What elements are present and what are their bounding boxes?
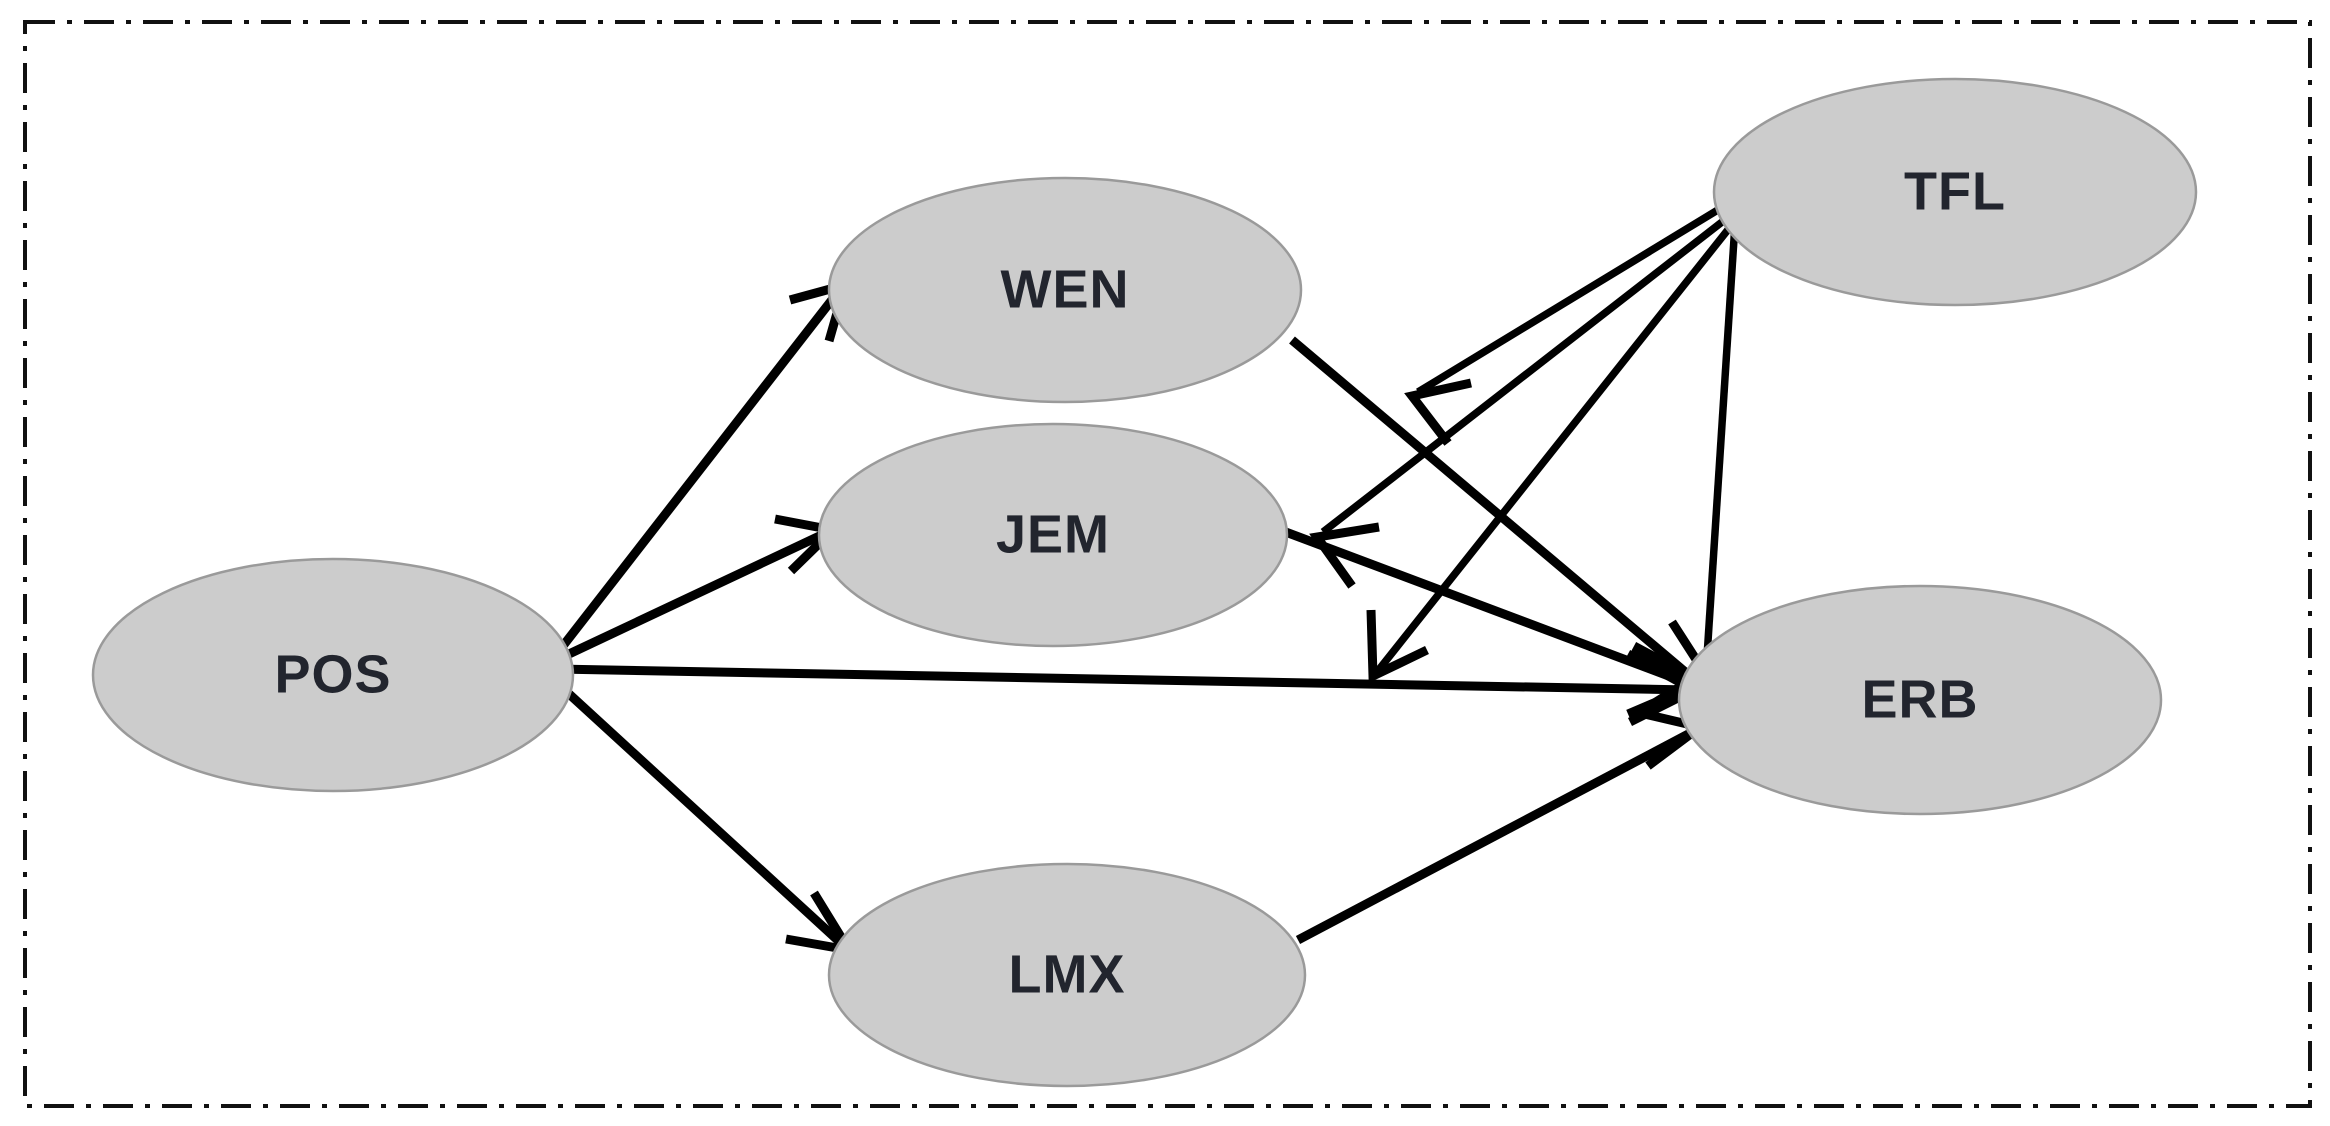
edge-tfl-to-pos-erb-path (1366, 209, 1745, 684)
node-jem[interactable]: JEM (817, 422, 1289, 648)
edge-pos-to-lmx (552, 678, 859, 957)
node-tfl-label: TFL (1904, 161, 2006, 221)
node-pos-shape[interactable] (91, 557, 575, 793)
node-erb-label: ERB (1861, 669, 1978, 729)
figure-frame-border (23, 20, 2312, 1108)
node-tfl[interactable]: TFL (1712, 77, 2198, 307)
node-wen-shape[interactable] (827, 176, 1303, 404)
edge-pos-to-jem (550, 514, 843, 667)
node-pos[interactable]: POS (91, 557, 575, 793)
edge-pos-to-erb (555, 650, 1704, 727)
edge-tfl-to-jem-erb-path (1309, 212, 1734, 589)
node-layer: POS WEN JEM LMX TFL ERB (91, 77, 2198, 1088)
node-lmx-shape[interactable] (827, 862, 1307, 1088)
node-jem-label: JEM (996, 504, 1110, 564)
node-erb-shape[interactable] (1677, 584, 2163, 816)
node-lmx[interactable]: LMX (827, 862, 1307, 1088)
node-pos-label: POS (274, 644, 391, 704)
edge-tfl-to-wen-erb-path (1404, 201, 1728, 446)
node-wen-label: WEN (1001, 259, 1130, 319)
node-erb[interactable]: ERB (1677, 584, 2163, 816)
node-tfl-shape[interactable] (1712, 77, 2198, 307)
node-lmx-label: LMX (1009, 944, 1126, 1004)
node-wen[interactable]: WEN (827, 176, 1303, 404)
edge-pos-to-wen (548, 278, 852, 663)
edge-lmx-to-erb (1295, 707, 1711, 944)
node-jem-shape[interactable] (817, 422, 1289, 648)
edge-tfl-to-erb (1668, 207, 1748, 686)
